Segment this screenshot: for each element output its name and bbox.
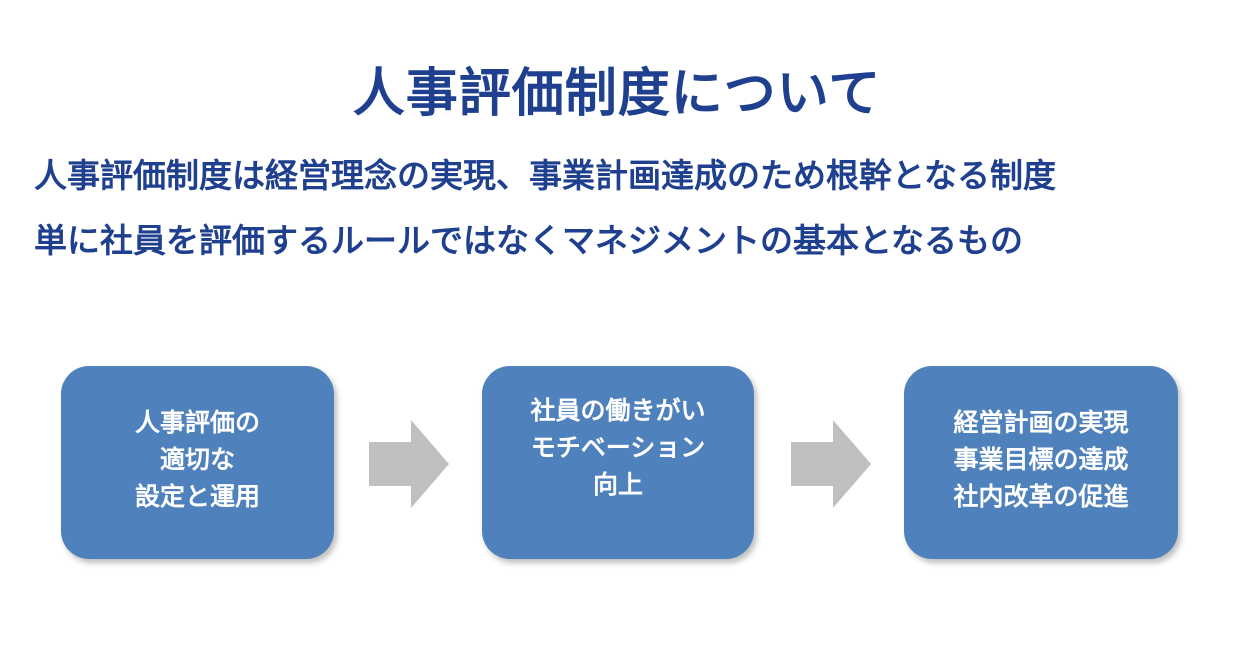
flow-box-1-line-3: 設定と運用 [134,482,260,511]
flow-box-business-goals: 経営計画の実現 事業目標の達成 社内改革の促進 [904,366,1178,559]
description-line-1: 人事評価制度は経営理念の実現、事業計画達成のため根幹となる制度 [34,156,1057,195]
flow-box-motivation: 社員の働きがい モチベーション 向上 [482,366,754,559]
flow-box-1-line-1: 人事評価の [134,408,260,437]
flow-box-3-line-2: 事業目標の達成 [953,445,1129,474]
flow-box-3-line-3: 社内改革の促進 [953,482,1129,511]
flow-box-1-line-2: 適切な [159,445,235,474]
flow-box-2-line-2: モチベーション [530,433,706,462]
slide-title: 人事評価制度について [352,64,882,124]
flow-box-2-line-3: 向上 [592,470,643,499]
flow-box-evaluation-setup: 人事評価の 適切な 設定と運用 [61,366,334,559]
description-line-2: 単に社員を評価するルールではなくマネジメントの基本となるもの [34,221,1024,260]
flow-box-3-line-1: 経営計画の実現 [953,408,1129,437]
right-arrow-icon [369,420,449,508]
right-arrow-icon [791,420,871,508]
flow-box-2-line-1: 社員の働きがい [530,396,706,425]
